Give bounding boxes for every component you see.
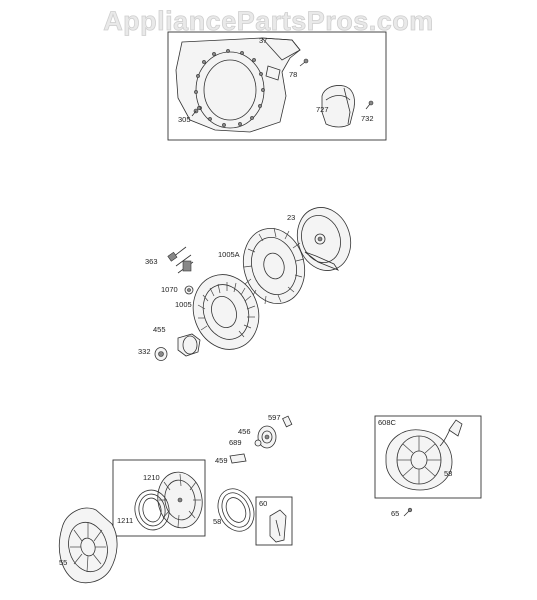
cup-455-part[interactable] — [177, 333, 201, 357]
watermark: AppliancePartsPros.com — [103, 6, 434, 37]
label-459[interactable]: 459 — [215, 456, 228, 465]
label-1211[interactable]: 1211 — [117, 516, 133, 525]
dog-459-part[interactable] — [229, 453, 247, 464]
label-689[interactable]: 689 — [229, 438, 242, 447]
starter-608C-group-box — [374, 415, 482, 499]
screw-78-part[interactable] — [299, 58, 309, 67]
label-732[interactable]: 732 — [361, 114, 374, 123]
label-37[interactable]: 37 — [259, 36, 267, 45]
blower-housing-part[interactable] — [175, 37, 301, 133]
label-1005[interactable]: 1005 — [175, 300, 192, 309]
nut-332-part[interactable] — [154, 347, 168, 361]
label-58-starter[interactable]: 58 — [444, 469, 452, 478]
screw-65-part[interactable] — [403, 507, 413, 517]
label-608C[interactable]: 608C — [378, 418, 397, 427]
flywheel-23-part[interactable] — [289, 201, 358, 278]
starter-housing-55-part[interactable] — [58, 507, 118, 584]
label-305[interactable]: 305 — [178, 115, 191, 124]
pulley-spring-group-box — [112, 459, 206, 537]
rope-58-part[interactable] — [211, 483, 260, 537]
label-332[interactable]: 332 — [138, 347, 151, 356]
pulley-456-part[interactable] — [257, 425, 277, 449]
fan-1005A-fins — [243, 227, 305, 305]
label-55[interactable]: 55 — [59, 558, 67, 567]
bolt-363-part[interactable] — [167, 246, 194, 274]
screw-305-part[interactable] — [191, 106, 201, 117]
screw-732-part[interactable] — [365, 100, 374, 110]
nut-1070-part[interactable] — [184, 285, 194, 295]
label-456[interactable]: 456 — [238, 427, 251, 436]
shroud-727-part[interactable] — [321, 85, 355, 128]
label-363[interactable]: 363 — [145, 257, 158, 266]
starter-608C-part[interactable] — [385, 419, 463, 491]
handle-60-group-box — [255, 496, 293, 546]
label-1210[interactable]: 1210 — [143, 473, 160, 482]
label-78[interactable]: 78 — [289, 70, 297, 79]
label-1005A[interactable]: 1005A — [218, 250, 240, 259]
label-58-rope[interactable]: 58 — [213, 517, 221, 526]
blower-housing-group-box — [167, 31, 387, 141]
label-23[interactable]: 23 — [287, 213, 295, 222]
spring-689-part[interactable] — [254, 439, 262, 447]
label-597[interactable]: 597 — [268, 413, 281, 422]
fan-1005-fins — [197, 282, 256, 338]
label-455[interactable]: 455 — [153, 325, 166, 334]
fan-1005-part[interactable] — [183, 265, 269, 358]
spring-1211-part[interactable] — [132, 487, 172, 532]
label-65[interactable]: 65 — [391, 509, 399, 518]
pin-597-part[interactable] — [282, 415, 293, 428]
label-60[interactable]: 60 — [259, 499, 267, 508]
handle-60-part[interactable] — [269, 509, 287, 543]
fan-1005A-part[interactable] — [235, 222, 313, 311]
label-727[interactable]: 727 — [316, 105, 329, 114]
label-1070[interactable]: 1070 — [161, 285, 178, 294]
